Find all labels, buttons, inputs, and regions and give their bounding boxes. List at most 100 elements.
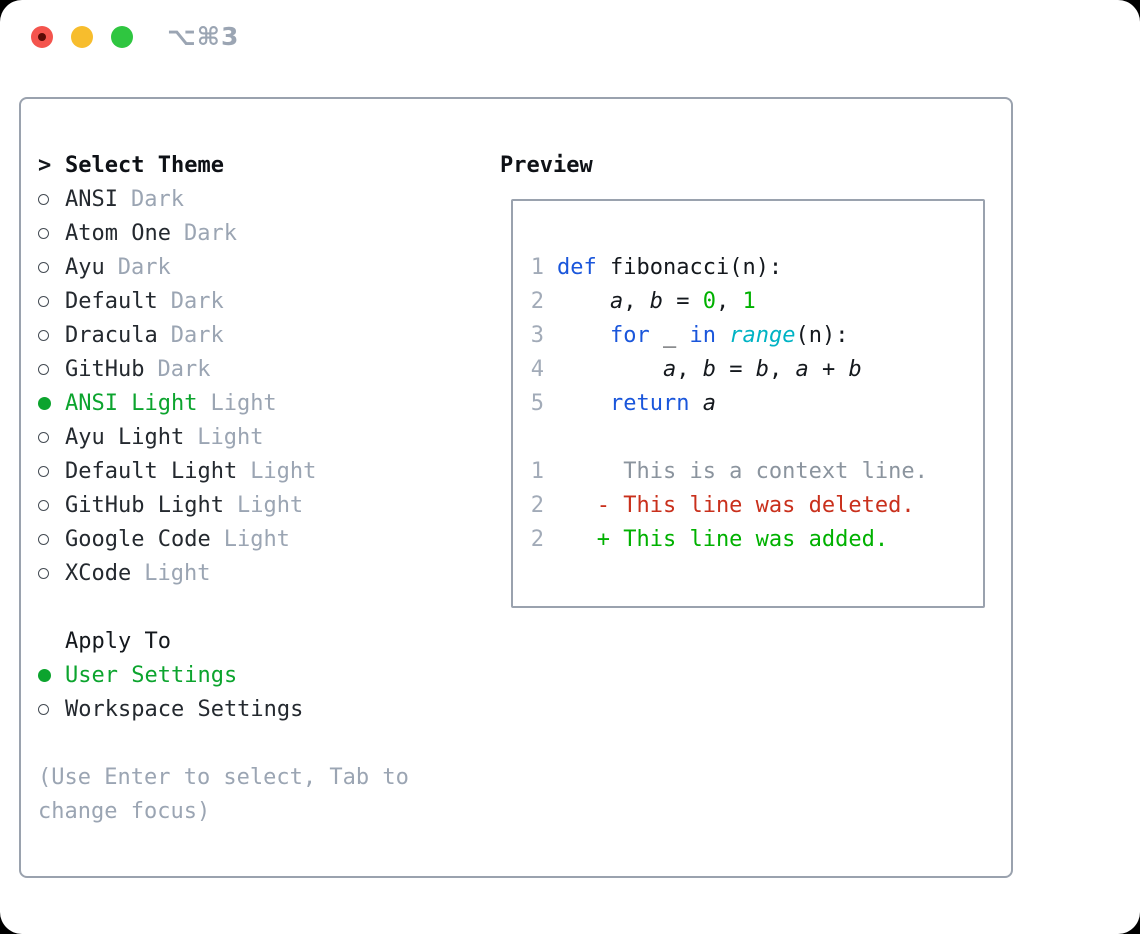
code-token — [557, 391, 610, 416]
hint-line: (Use Enter to select, Tab to — [38, 764, 409, 790]
radio-marker — [38, 227, 65, 239]
variant-tag: Dark — [170, 288, 224, 314]
minimize-button[interactable] — [71, 26, 93, 48]
radio-icon — [38, 363, 49, 375]
code-line: 1 This is a context line. — [530, 455, 983, 489]
radio-marker — [38, 329, 65, 341]
code-token: 0 — [702, 289, 716, 314]
window-controls — [31, 26, 133, 48]
code-token — [716, 323, 729, 348]
variant-tag: Dark — [183, 220, 237, 246]
theme-option[interactable]: Default Dark — [38, 284, 409, 318]
code-line: 2 + This line was added. — [530, 523, 983, 557]
code-line: 2 - This line was deleted. — [530, 489, 983, 523]
radio-marker — [38, 431, 65, 443]
code-token: + — [808, 357, 849, 382]
option-label: Workspace Settings — [65, 696, 304, 722]
radio-marker — [38, 533, 65, 545]
code-token: This is a context line. — [557, 459, 928, 484]
prompt-marker: > — [38, 153, 65, 178]
code-token: a — [702, 391, 716, 416]
theme-option[interactable]: Atom One Dark — [38, 216, 409, 250]
option-label: ANSI Light — [65, 390, 198, 416]
option-label: Ayu — [65, 254, 105, 280]
code-token: 1 — [742, 289, 756, 314]
variant-tag: Dark — [157, 356, 211, 382]
radio-marker — [38, 668, 65, 682]
line-number: 5 — [530, 391, 544, 416]
radio-icon — [38, 567, 49, 579]
zoom-button[interactable] — [111, 26, 133, 48]
select-theme-title: Select Theme — [65, 152, 224, 178]
option-label: Default — [65, 288, 158, 314]
theme-option[interactable]: Ayu Dark — [38, 250, 409, 284]
line-number: 2 — [530, 527, 544, 552]
apply-to-option[interactable]: User Settings — [38, 658, 409, 692]
code-token: , — [623, 289, 650, 314]
apply-to-title: Apply To — [65, 628, 171, 654]
line-number: 2 — [530, 289, 544, 314]
radio-selected-icon — [38, 396, 51, 410]
spacer — [38, 726, 409, 760]
variant-tag: Light — [236, 492, 304, 518]
radio-icon — [38, 533, 49, 545]
code-token: - This line was deleted. — [557, 493, 915, 518]
radio-marker — [38, 261, 65, 273]
code-line: 3 for _ in range(n): — [530, 319, 983, 353]
code-token: , — [768, 357, 796, 382]
spacer — [38, 590, 409, 624]
radio-marker — [38, 499, 65, 511]
option-label: XCode — [65, 560, 132, 586]
prompt-icon: > — [38, 152, 52, 178]
code-token: + This line was added. — [557, 527, 889, 552]
code-token: range — [729, 323, 796, 348]
variant-tag: Light — [250, 458, 317, 484]
code-line — [530, 421, 983, 455]
radio-icon — [38, 703, 49, 715]
radio-icon — [38, 295, 49, 307]
code-token: a — [609, 289, 624, 314]
option-label: GitHub Light — [65, 492, 224, 518]
code-token: = — [662, 289, 703, 314]
radio-icon — [38, 329, 49, 341]
code-token: def — [557, 255, 597, 280]
code-token: return — [609, 391, 690, 416]
variant-tag: Dark — [117, 254, 171, 280]
variant-tag: Dark — [170, 322, 224, 348]
variant-tag: Light — [197, 424, 264, 450]
code-line: 4 a, b = b, a + b — [530, 353, 983, 387]
radio-icon — [38, 227, 49, 239]
line-number: 3 — [530, 323, 544, 348]
apply-to-option[interactable]: Workspace Settings — [38, 692, 409, 726]
radio-marker — [38, 465, 65, 477]
code-token: , — [676, 357, 703, 382]
option-label: Atom One — [65, 220, 171, 246]
close-button[interactable] — [31, 26, 53, 48]
code-token: a — [662, 357, 677, 382]
code-token: = — [715, 357, 756, 382]
code-token: _ — [649, 323, 690, 348]
code-token: for — [609, 323, 650, 348]
radio-marker — [38, 363, 65, 375]
code-token: , — [715, 289, 743, 314]
variant-tag: Dark — [130, 186, 184, 212]
radio-marker — [38, 193, 65, 205]
radio-marker — [38, 703, 65, 715]
code-token: a — [795, 357, 809, 382]
radio-icon — [38, 193, 49, 205]
theme-option[interactable]: GitHub Light Light — [38, 488, 409, 522]
